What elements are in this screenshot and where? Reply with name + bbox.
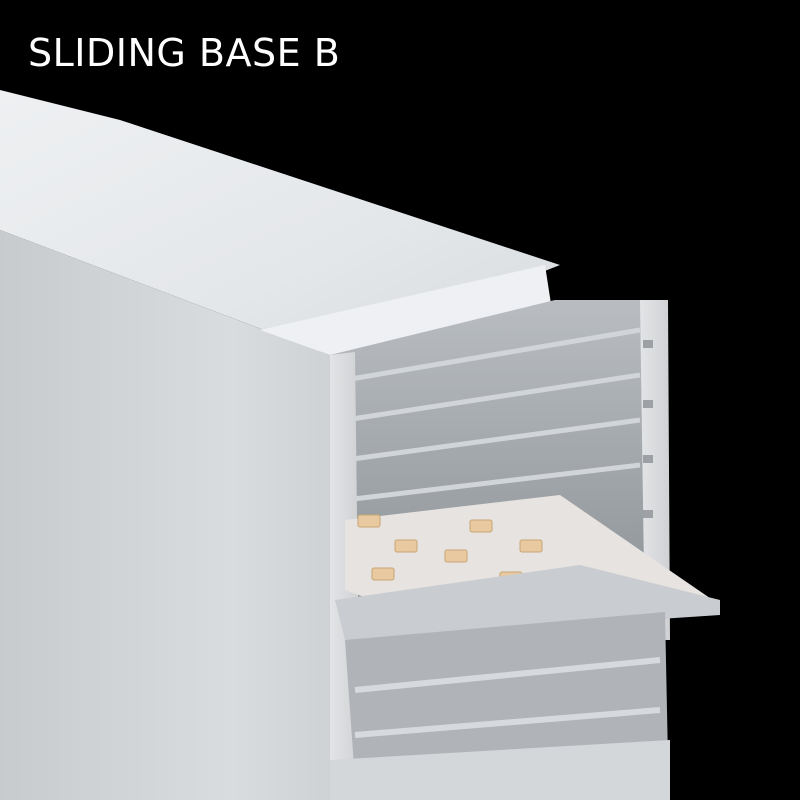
profile-side-face [0, 230, 330, 800]
page-title: SLIDING BASE B [28, 31, 341, 75]
end-grooves [643, 340, 653, 518]
profile-end-wall-right [640, 300, 670, 640]
diffuser-top [0, 90, 560, 355]
lower-channel [345, 612, 668, 780]
lower-ribs [354, 657, 661, 738]
interior-ribs [344, 327, 641, 503]
bottom-edge [330, 740, 670, 800]
